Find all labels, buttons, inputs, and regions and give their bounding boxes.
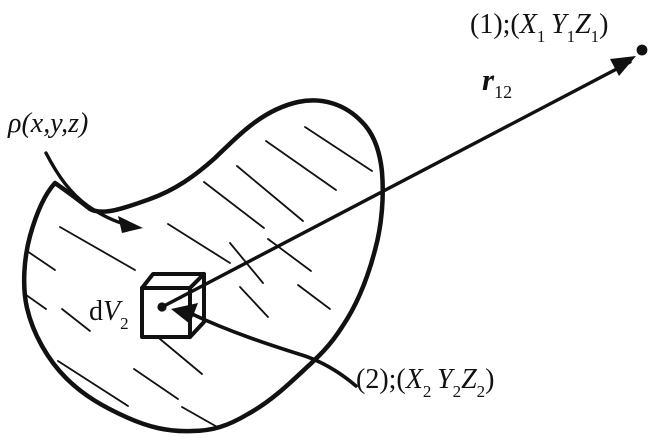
r12-vector-label: r12 (482, 62, 512, 101)
dv2-sub: 2 (120, 314, 129, 333)
point1-z: Z (575, 9, 591, 40)
point2-x: X (405, 364, 423, 395)
density-arrowhead-icon (118, 216, 143, 233)
point1-x: X (519, 9, 537, 40)
point2-z: Z (461, 364, 477, 395)
density-leader-arrow (44, 151, 143, 233)
point2-suffix: ) (485, 364, 495, 395)
point2-y: Y (436, 364, 453, 395)
charge-region-outline (21, 98, 385, 434)
point1-label: (1);(X1 Y1Z1) (470, 9, 609, 46)
point1-prefix: (1);( (470, 9, 520, 40)
point2-y-sub: 2 (452, 382, 462, 401)
hatching-lines (24, 126, 373, 429)
dv2-v: V (103, 296, 121, 327)
point2-arrowhead-icon (171, 303, 198, 324)
volume-element-label: dV2 (89, 296, 129, 333)
point2-prefix: (2);( (356, 364, 406, 395)
point1-z-sub: 1 (590, 27, 600, 46)
point1-suffix: ) (599, 9, 609, 40)
dv2-d: d (89, 296, 103, 327)
r12-vector-arrow (160, 56, 636, 309)
density-label: ρ(x,y,z) (8, 108, 89, 139)
point2-x-sub: 2 (422, 382, 432, 401)
point2-z-sub: 2 (476, 382, 486, 401)
point1-y-sub: 1 (566, 27, 576, 46)
r12-arrowhead-icon (610, 56, 636, 76)
r12-sub: 12 (494, 82, 513, 102)
point1-x-sub: 1 (536, 27, 546, 46)
point2-label: (2);(X2 Y2Z2) (356, 364, 495, 401)
r12-base: r (482, 62, 495, 97)
point2-leader-arrow (171, 303, 358, 388)
field-point-dot (636, 44, 648, 56)
point1-y: Y (550, 9, 567, 40)
